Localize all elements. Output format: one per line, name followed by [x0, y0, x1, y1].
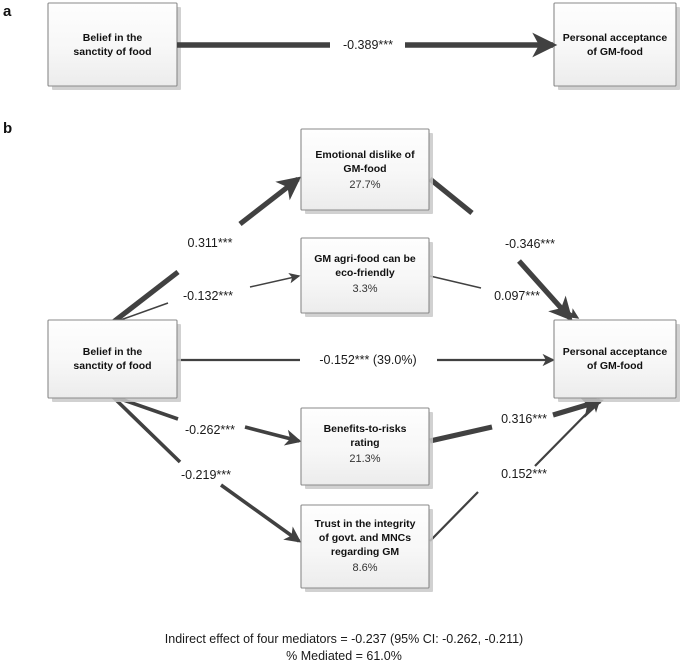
caption-line-2: % Mediated = 61.0%	[286, 649, 402, 663]
edge-label-b2: 0.097***	[494, 289, 540, 303]
edge-segment-right	[534, 399, 601, 467]
node-title-line2: sanctity of food	[73, 360, 151, 372]
node-title-line1: Benefits-to-risks	[324, 423, 407, 435]
node-title-line2: sanctity of food	[73, 46, 151, 58]
edge-label-b3: 0.316***	[501, 412, 547, 426]
edge-segment-left	[110, 394, 182, 464]
edge-segment-right	[517, 259, 573, 322]
panel-b-outcome-node: Personal acceptance of GM-food	[553, 319, 680, 402]
edge-segment-left	[429, 491, 479, 542]
edge-segment-left	[429, 275, 482, 289]
panel-b-edge-b3: 0.316***	[429, 395, 604, 444]
node-rect	[300, 407, 430, 486]
panel-b-edge-b4: 0.152***	[429, 399, 601, 542]
node-title-line1: Belief in the	[83, 32, 143, 44]
panel-a-letter: a	[3, 3, 12, 20]
panel-b-mediator4-node: Trust in the integrity of govt. and MNCs…	[300, 504, 433, 592]
node-rect	[553, 319, 677, 399]
node-title-line2: eco-friendly	[335, 267, 395, 279]
edge-label-b4: 0.152***	[501, 467, 547, 481]
edge-segment-right	[244, 425, 302, 446]
panel-b-edge-direct: -0.152*** (39.0%)	[177, 353, 555, 367]
node-variance-explained: 27.7%	[349, 179, 380, 191]
node-title-line1: Personal acceptance	[563, 32, 668, 44]
edge-label-a2: -0.132***	[183, 289, 233, 303]
edge-segment-right	[249, 273, 301, 288]
node-title-line1: Emotional dislike of	[315, 149, 415, 161]
panel-a-outcome-node: Personal acceptance of GM-food	[553, 2, 680, 90]
figure-caption: Indirect effect of four mediators = -0.2…	[165, 632, 523, 663]
panel-a-total-effect-edge: -0.389***	[177, 32, 558, 58]
panel-b-predictor-node: Belief in the sanctity of food	[47, 319, 181, 402]
panel-b-mediator2-node: GM agri-food can be eco-friendly 3.3%	[300, 237, 433, 317]
edge-label-a3: -0.262***	[185, 423, 235, 437]
node-rect	[300, 128, 430, 211]
node-variance-explained: 8.6%	[352, 562, 377, 574]
edge-label-direct: -0.152*** (39.0%)	[319, 353, 416, 367]
edge-segment-right	[552, 301, 580, 319]
node-title-line3: regarding GM	[331, 546, 400, 558]
edge-label-total-effect: -0.389***	[343, 38, 393, 52]
node-rect	[300, 237, 430, 314]
panel-b-mediator1-node: Emotional dislike of GM-food 27.7%	[300, 128, 433, 214]
panel-b-letter: b	[3, 120, 12, 137]
node-title-line2: rating	[350, 437, 379, 449]
node-rect	[300, 504, 430, 589]
edge-segment-left	[428, 176, 474, 216]
panel-b-edge-b1: -0.346***	[428, 176, 573, 322]
edge-label-b1: -0.346***	[505, 237, 555, 251]
edge-segment-right	[238, 176, 302, 227]
panel-b-edge-a1: 0.311***	[110, 176, 302, 326]
node-title-line2: GM-food	[343, 163, 386, 175]
caption-line-1: Indirect effect of four mediators = -0.2…	[165, 632, 523, 646]
edge-segment-right	[219, 483, 302, 543]
panel-b-edge-b2: 0.097***	[429, 275, 580, 319]
panel-b-edge-a4: -0.219***	[110, 394, 302, 543]
node-variance-explained: 21.3%	[349, 453, 380, 465]
node-variance-explained: 3.3%	[352, 283, 377, 295]
panel-b-edge-a3: -0.262***	[111, 394, 302, 446]
node-title-line2: of GM-food	[587, 46, 643, 58]
edge-label-a1: 0.311***	[188, 236, 233, 250]
panel-a-predictor-node: Belief in the sanctity of food	[47, 2, 181, 90]
panel-b-mediator3-node: Benefits-to-risks rating 21.3%	[300, 407, 433, 489]
edge-label-a4: -0.219***	[181, 468, 231, 482]
edge-segment-left	[429, 424, 493, 444]
edge-segment-left	[110, 269, 180, 326]
node-rect	[47, 319, 178, 399]
node-title-line1: Trust in the integrity	[315, 518, 416, 530]
node-rect	[47, 2, 178, 87]
node-rect	[553, 2, 677, 87]
node-title-line1: GM agri-food can be	[314, 253, 416, 265]
node-title-line1: Personal acceptance	[563, 346, 668, 358]
node-title-line2: of GM-food	[587, 360, 643, 372]
node-title-line2: of govt. and MNCs	[319, 532, 411, 544]
node-title-line1: Belief in the	[83, 346, 143, 358]
